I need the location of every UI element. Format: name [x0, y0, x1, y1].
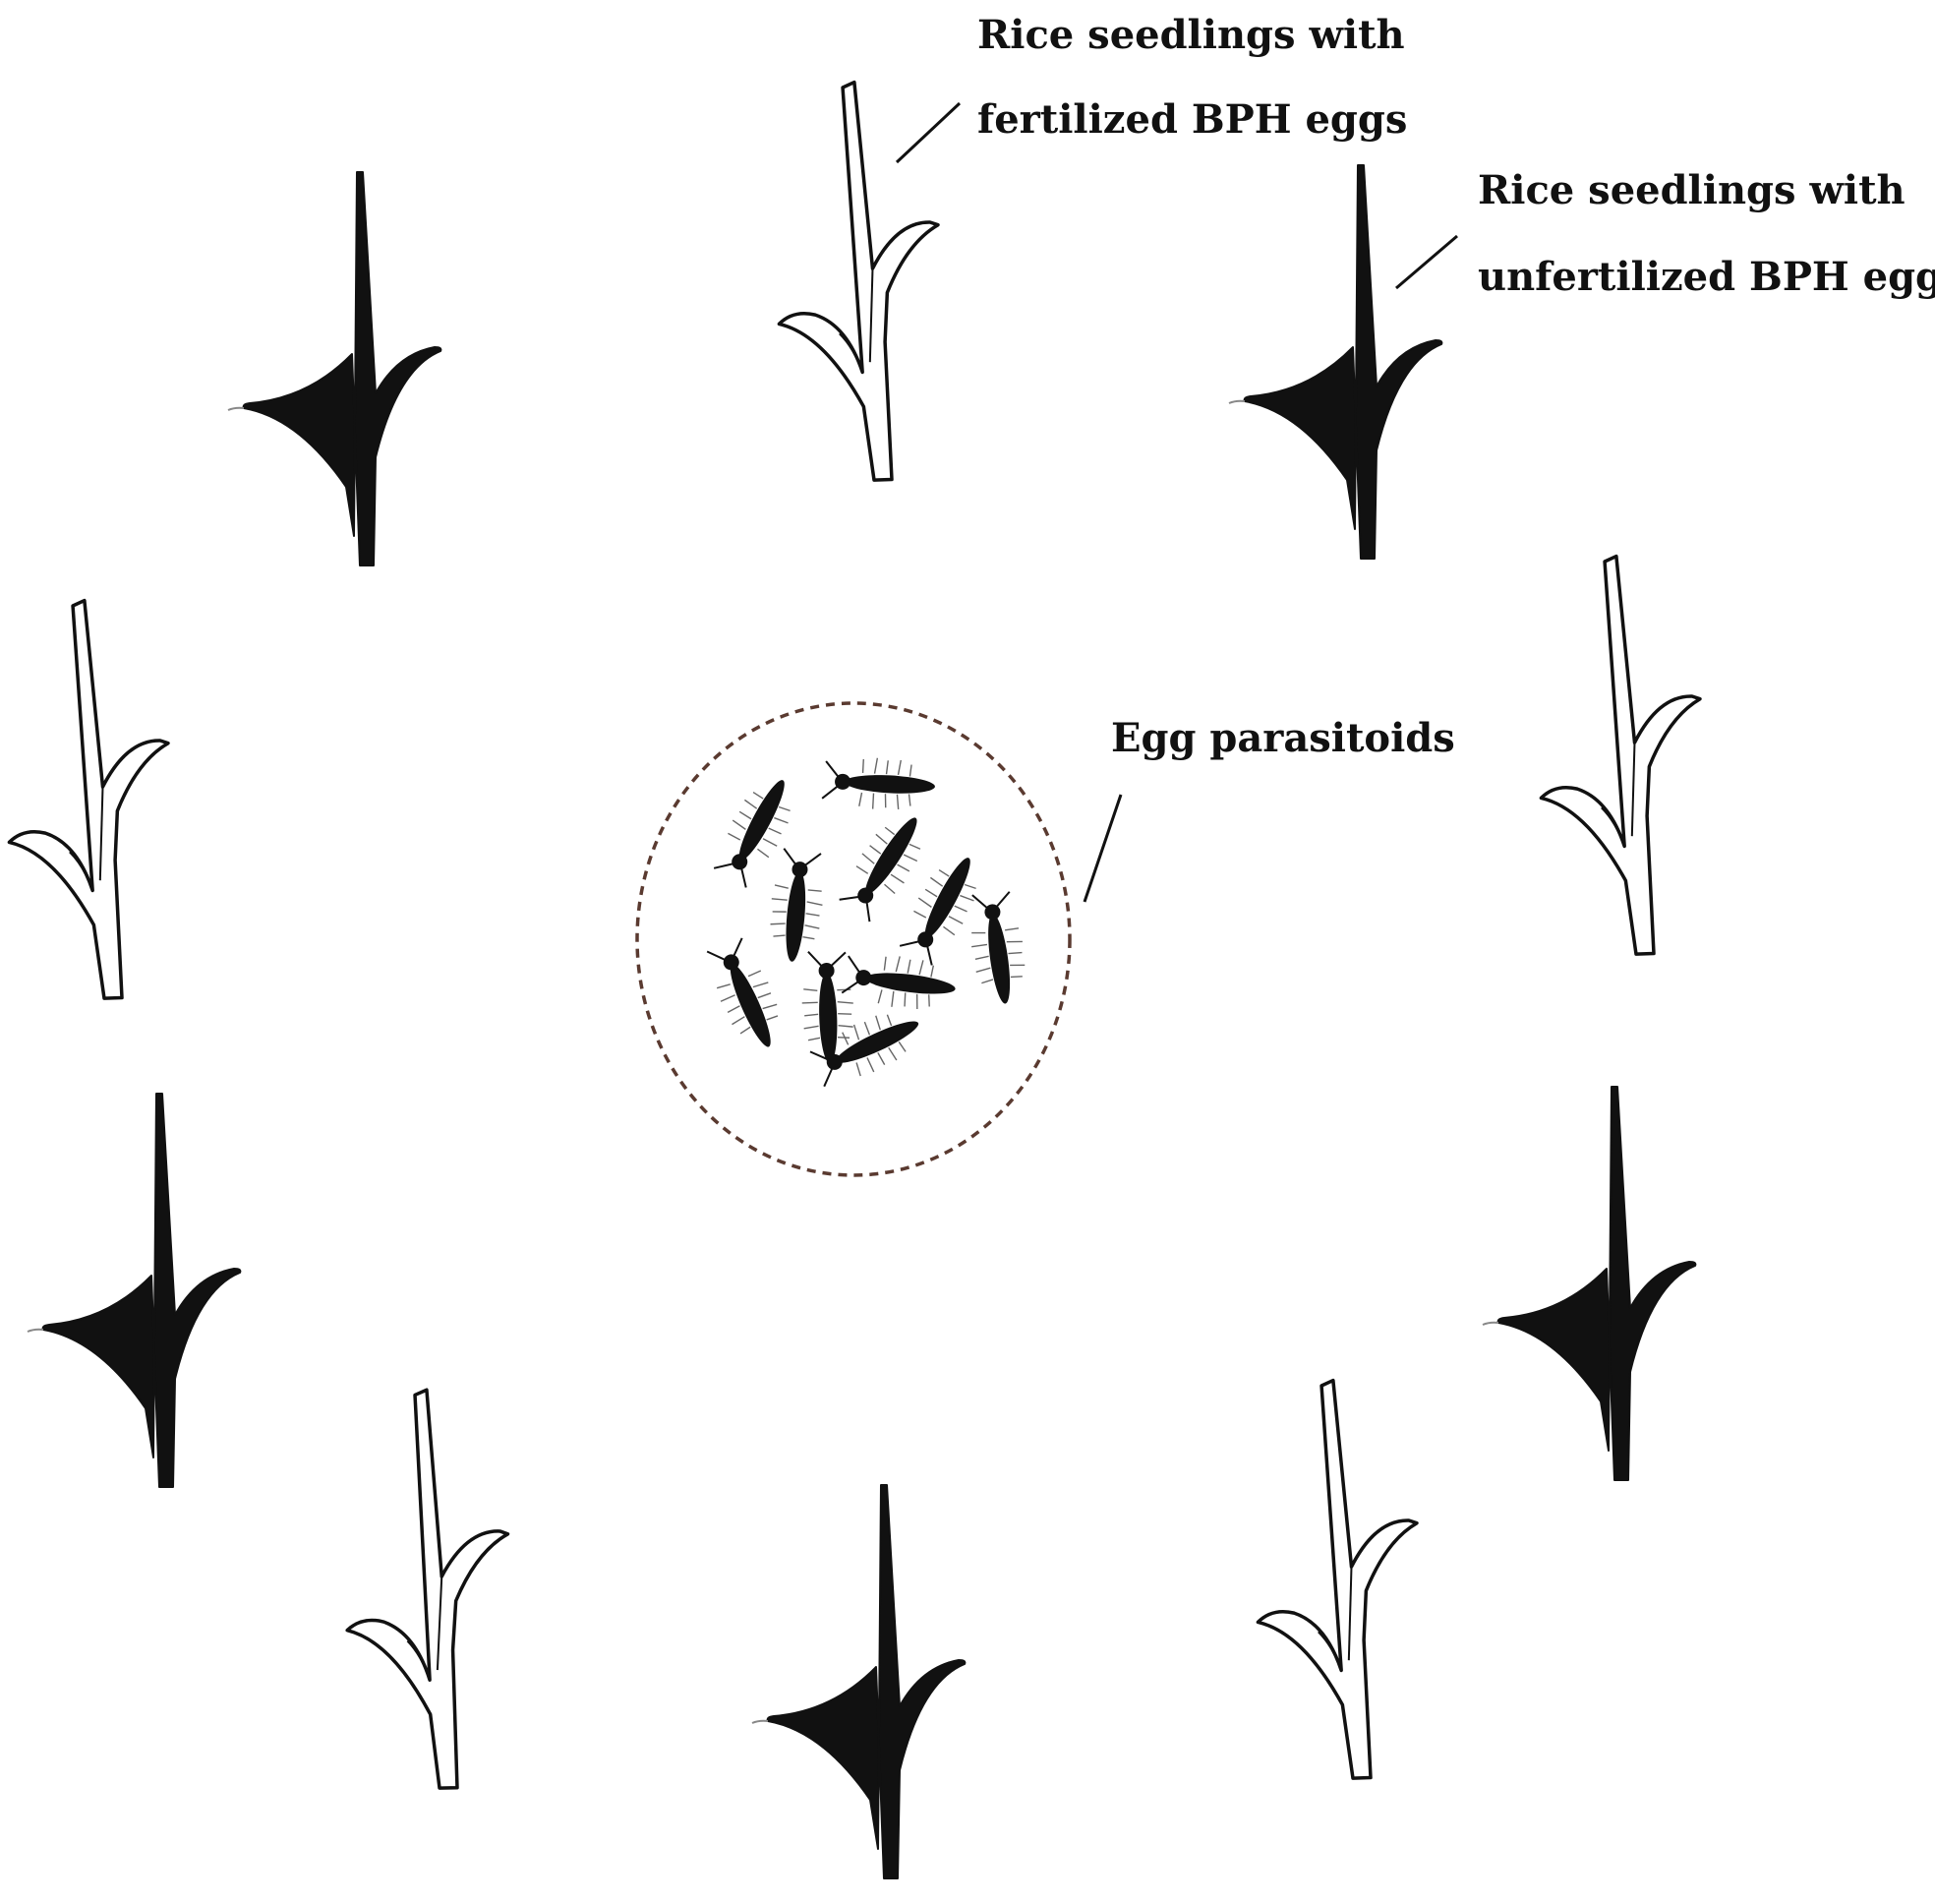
egg-parasitoids [698, 753, 1032, 1095]
parasitoid [832, 803, 939, 927]
seedling-fertilized-right [1531, 552, 1711, 960]
label-fertilized-line2: fertilized BPH eggs [977, 96, 1408, 143]
parasitoid [963, 887, 1032, 1009]
leader-parasitoids [1083, 794, 1123, 903]
release-circle [635, 701, 1072, 1177]
label-fertilized-line1: Rice seedlings with [977, 12, 1405, 58]
label-parasitoids: Egg parasitoids [1111, 715, 1455, 761]
seedling-unfertilized-top-left [227, 171, 442, 566]
seedling-unfertilized-lower-right [1482, 1086, 1697, 1481]
leader-unfertilized [1395, 234, 1458, 290]
seedling-fertilized-left [0, 596, 179, 1004]
parasitoid [820, 753, 938, 813]
seedling-unfertilized-bottom [751, 1484, 967, 1879]
parasitoid [892, 845, 993, 971]
seedling-fertilized-bottom-right [1248, 1376, 1428, 1784]
parasitoid [706, 767, 807, 893]
seedling-fertilized-bottom-left [341, 1387, 514, 1792]
seedling-unfertilized-lower-left [27, 1093, 242, 1488]
label-unfertilized-line1: Rice seedlings with [1478, 167, 1906, 213]
parasitoid [765, 846, 829, 966]
parasitoid [840, 948, 960, 1016]
seedling-unfertilized-top-right [1228, 164, 1443, 560]
parasitoid [698, 932, 793, 1058]
parasitoid [798, 949, 856, 1065]
leader-fertilized [895, 101, 962, 164]
label-unfertilized-line2: unfertilized BPH eggs [1478, 254, 1935, 300]
